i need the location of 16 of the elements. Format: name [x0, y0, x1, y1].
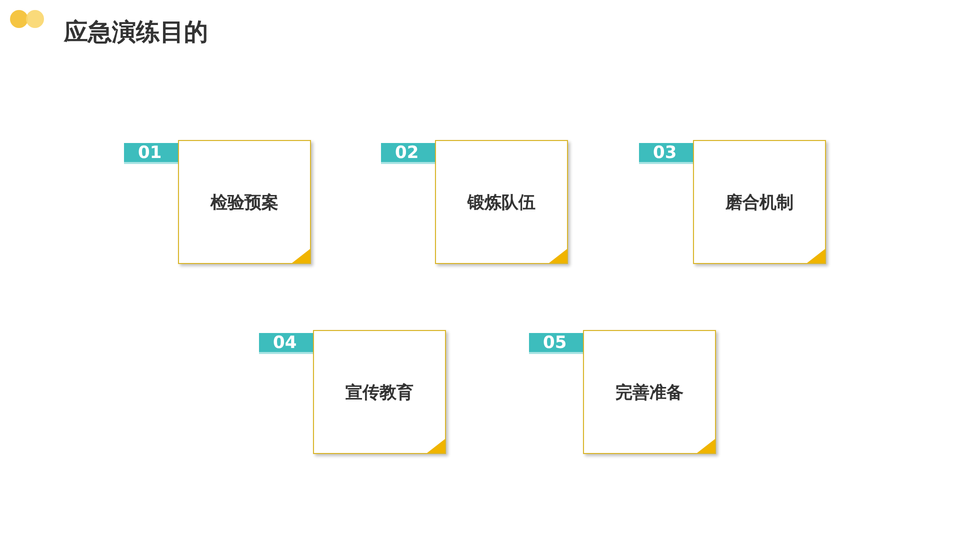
card-title: 检验预案 — [210, 192, 278, 214]
card-panel — [313, 330, 446, 454]
card-panel — [178, 140, 311, 264]
card-title: 宣传教育 — [346, 382, 414, 404]
card-panel — [693, 140, 826, 264]
card-panel — [435, 140, 568, 264]
number-tab: 01 — [124, 143, 178, 164]
card-title: 完善准备 — [616, 382, 684, 404]
number-tab: 04 — [259, 333, 313, 354]
number-tab: 03 — [639, 143, 693, 164]
number-tab: 05 — [529, 333, 583, 354]
card-title: 锻炼队伍 — [468, 192, 536, 214]
number-tab: 02 — [381, 143, 435, 164]
card-panel — [583, 330, 716, 454]
card-title: 磨合机制 — [726, 192, 794, 214]
title: 应急演练目的 — [64, 17, 208, 48]
